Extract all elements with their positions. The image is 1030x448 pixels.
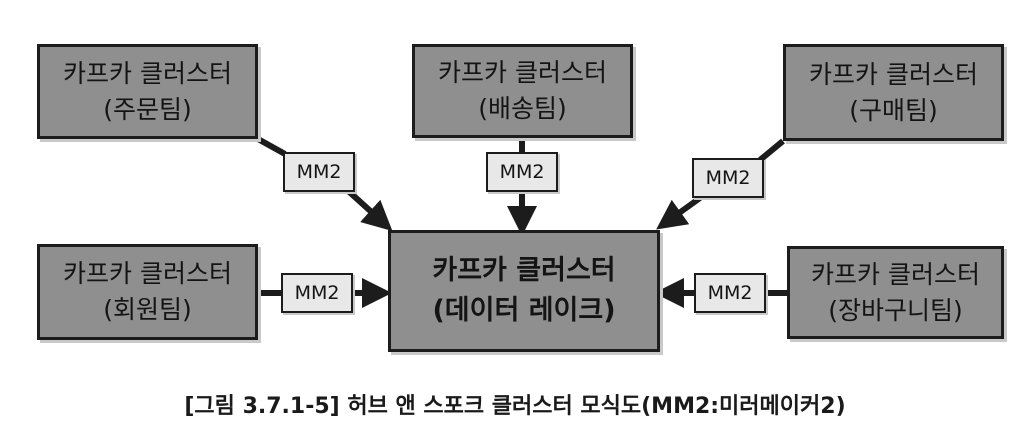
- mm2-label-order: MM2: [283, 152, 355, 192]
- mm2-label-delivery: MM2: [486, 152, 558, 192]
- cluster-title: 카프카 클러스터: [63, 58, 232, 88]
- arrow-order-to-hub: [342, 185, 393, 232]
- cluster-title: 카프카 클러스터: [811, 259, 980, 289]
- connector-order: [256, 136, 287, 157]
- cluster-member: 카프카 클러스터 (회원팀): [37, 244, 258, 340]
- cluster-team: (주문팀): [103, 94, 192, 124]
- hub-subtitle: (데이터 레이크): [432, 295, 616, 326]
- arrow-purchase-to-hub: [656, 195, 702, 230]
- cluster-team: (장바구니팀): [828, 295, 963, 325]
- cluster-team: (배송팀): [478, 94, 567, 123]
- mm2-label-member: MM2: [281, 273, 353, 313]
- mm2-label-cart: MM2: [694, 273, 766, 313]
- connector-purchase: [758, 138, 785, 163]
- cluster-team: (회원팀): [103, 295, 192, 324]
- cluster-title: 카프카 클러스터: [809, 59, 978, 89]
- cluster-hub-data-lake: 카프카 클러스터 (데이터 레이크): [388, 230, 660, 352]
- cluster-title: 카프카 클러스터: [438, 58, 607, 87]
- cluster-delivery: 카프카 클러스터 (배송팀): [412, 44, 633, 138]
- mm2-label-purchase: MM2: [692, 158, 764, 198]
- figure-caption: [그림 3.7.1-5] 허브 앤 스포크 클러스터 모식도(MM2:미러메이커…: [184, 394, 846, 419]
- cluster-cart: 카프카 클러스터 (장바구니팀): [787, 246, 1004, 339]
- cluster-title: 카프카 클러스터: [63, 259, 232, 288]
- hub-title: 카프카 클러스터: [432, 255, 616, 286]
- cluster-order: 카프카 클러스터 (주문팀): [37, 44, 258, 139]
- cluster-purchase: 카프카 클러스터 (구매팀): [783, 44, 1004, 141]
- cluster-team: (구매팀): [849, 95, 938, 125]
